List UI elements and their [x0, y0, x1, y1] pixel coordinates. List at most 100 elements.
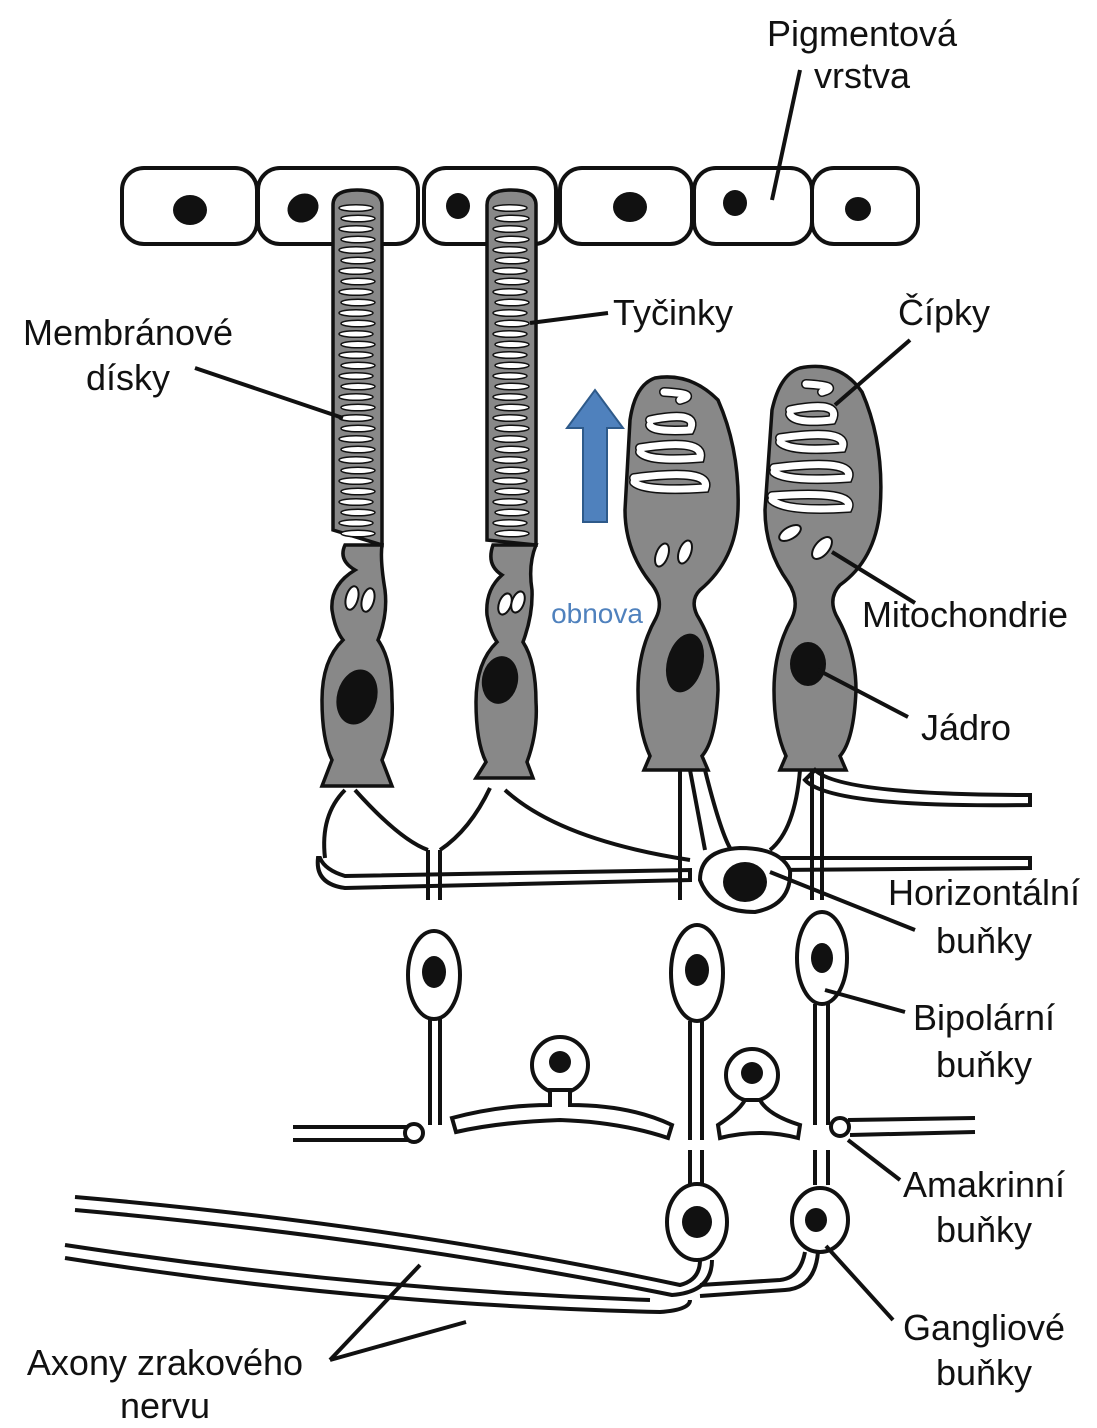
membrane-disc [493, 520, 527, 527]
horizontal-fiber [760, 858, 1030, 870]
label-renewal: obnova [551, 598, 643, 629]
membrane-disc [493, 310, 527, 317]
leader-ganglion [826, 1246, 893, 1320]
membrane-disc [341, 404, 375, 411]
membrane-disc [495, 530, 529, 537]
pigment-nucleus [173, 195, 207, 225]
amacrine-process [452, 1090, 672, 1138]
label-horizontal-line2: buňky [936, 920, 1032, 961]
membrane-disc [495, 278, 529, 285]
label-axons-line2: nervu [120, 1385, 210, 1426]
horizontal-fiber [805, 770, 1030, 805]
membrane-disc [339, 478, 373, 485]
bipolar-nucleus [685, 954, 709, 986]
membrane-disc [495, 446, 529, 453]
membrane-disc [341, 425, 375, 432]
membrane-disc [339, 226, 373, 233]
rod-inner-segment [322, 545, 392, 786]
membrane-disc [339, 520, 373, 527]
rod-cell-2 [476, 190, 536, 778]
membrane-disc [493, 247, 527, 254]
rod-cell-1 [322, 190, 392, 786]
amacrine-process [718, 1100, 800, 1138]
label-amacrine-line2: buňky [936, 1209, 1032, 1250]
leader-discs [195, 368, 343, 418]
membrane-disc [495, 383, 529, 390]
membrane-disc [339, 436, 373, 443]
membrane-disc [495, 467, 529, 474]
cone-body [625, 377, 738, 770]
neural-network [65, 770, 1030, 1312]
amacrine-nucleus [741, 1062, 763, 1084]
membrane-disc [493, 205, 527, 212]
membrane-disc [493, 373, 527, 380]
axon [75, 1210, 712, 1295]
membrane-disc [339, 331, 373, 338]
label-horizontal-line1: Horizontální [888, 872, 1080, 913]
bipolar-nucleus [422, 956, 446, 988]
membrane-disc [495, 236, 529, 243]
membrane-disc [341, 530, 375, 537]
pigment-cell [694, 168, 812, 244]
pigment-nucleus [845, 197, 871, 221]
cone-body [765, 366, 881, 770]
label-bipolar-line2: buňky [936, 1044, 1032, 1085]
horizontal-nucleus [723, 862, 767, 902]
membrane-disc [493, 268, 527, 275]
up-arrow-icon [567, 390, 623, 522]
membrane-disc [339, 268, 373, 275]
label-ganglion-line1: Gangliové [903, 1307, 1065, 1348]
label-discs-line2: dísky [86, 357, 170, 398]
label-bipolar-line1: Bipolární [913, 997, 1055, 1038]
membrane-disc [495, 341, 529, 348]
membrane-disc [493, 478, 527, 485]
leader-cones [835, 340, 910, 405]
ganglion-nucleus [682, 1206, 712, 1238]
membrane-disc [341, 257, 375, 264]
membrane-disc [493, 499, 527, 506]
label-amacrine-line1: Amakrinní [903, 1164, 1065, 1205]
membrane-disc [341, 467, 375, 474]
membrane-disc [493, 352, 527, 359]
membrane-disc [493, 394, 527, 401]
ganglion-nucleus [805, 1208, 827, 1232]
label-axons-line1: Axony zrakového [27, 1342, 303, 1383]
membrane-disc [493, 436, 527, 443]
leader-amacrine [848, 1140, 900, 1180]
membrane-disc [495, 404, 529, 411]
pigment-nucleus [446, 193, 470, 219]
cone-cell-2 [765, 366, 881, 770]
membrane-disc [339, 310, 373, 317]
leader-bipolar [825, 990, 905, 1012]
membrane-disc [495, 362, 529, 369]
label-discs-line1: Membránové [23, 312, 233, 353]
membrane-disc [341, 236, 375, 243]
cone-cell-1 [625, 377, 738, 770]
membrane-disc [341, 509, 375, 516]
membrane-disc [495, 299, 529, 306]
membrane-disc [339, 457, 373, 464]
membrane-disc [339, 499, 373, 506]
label-cones: Čípky [898, 292, 990, 333]
membrane-disc [495, 425, 529, 432]
membrane-disc [493, 415, 527, 422]
membrane-disc [495, 509, 529, 516]
horizontal-fiber [318, 858, 690, 888]
label-ganglion-line2: buňky [936, 1352, 1032, 1393]
membrane-disc [339, 352, 373, 359]
membrane-disc [341, 362, 375, 369]
membrane-disc [339, 205, 373, 212]
membrane-disc [341, 320, 375, 327]
label-mitochondria: Mitochondrie [862, 594, 1068, 635]
membrane-disc [495, 320, 529, 327]
membrane-disc [339, 247, 373, 254]
membrane-disc [493, 289, 527, 296]
membrane-disc [341, 446, 375, 453]
membrane-disc [341, 341, 375, 348]
cone-nucleus [790, 642, 826, 686]
membrane-disc [341, 278, 375, 285]
membrane-disc [495, 215, 529, 222]
pigment-nucleus [723, 190, 747, 216]
